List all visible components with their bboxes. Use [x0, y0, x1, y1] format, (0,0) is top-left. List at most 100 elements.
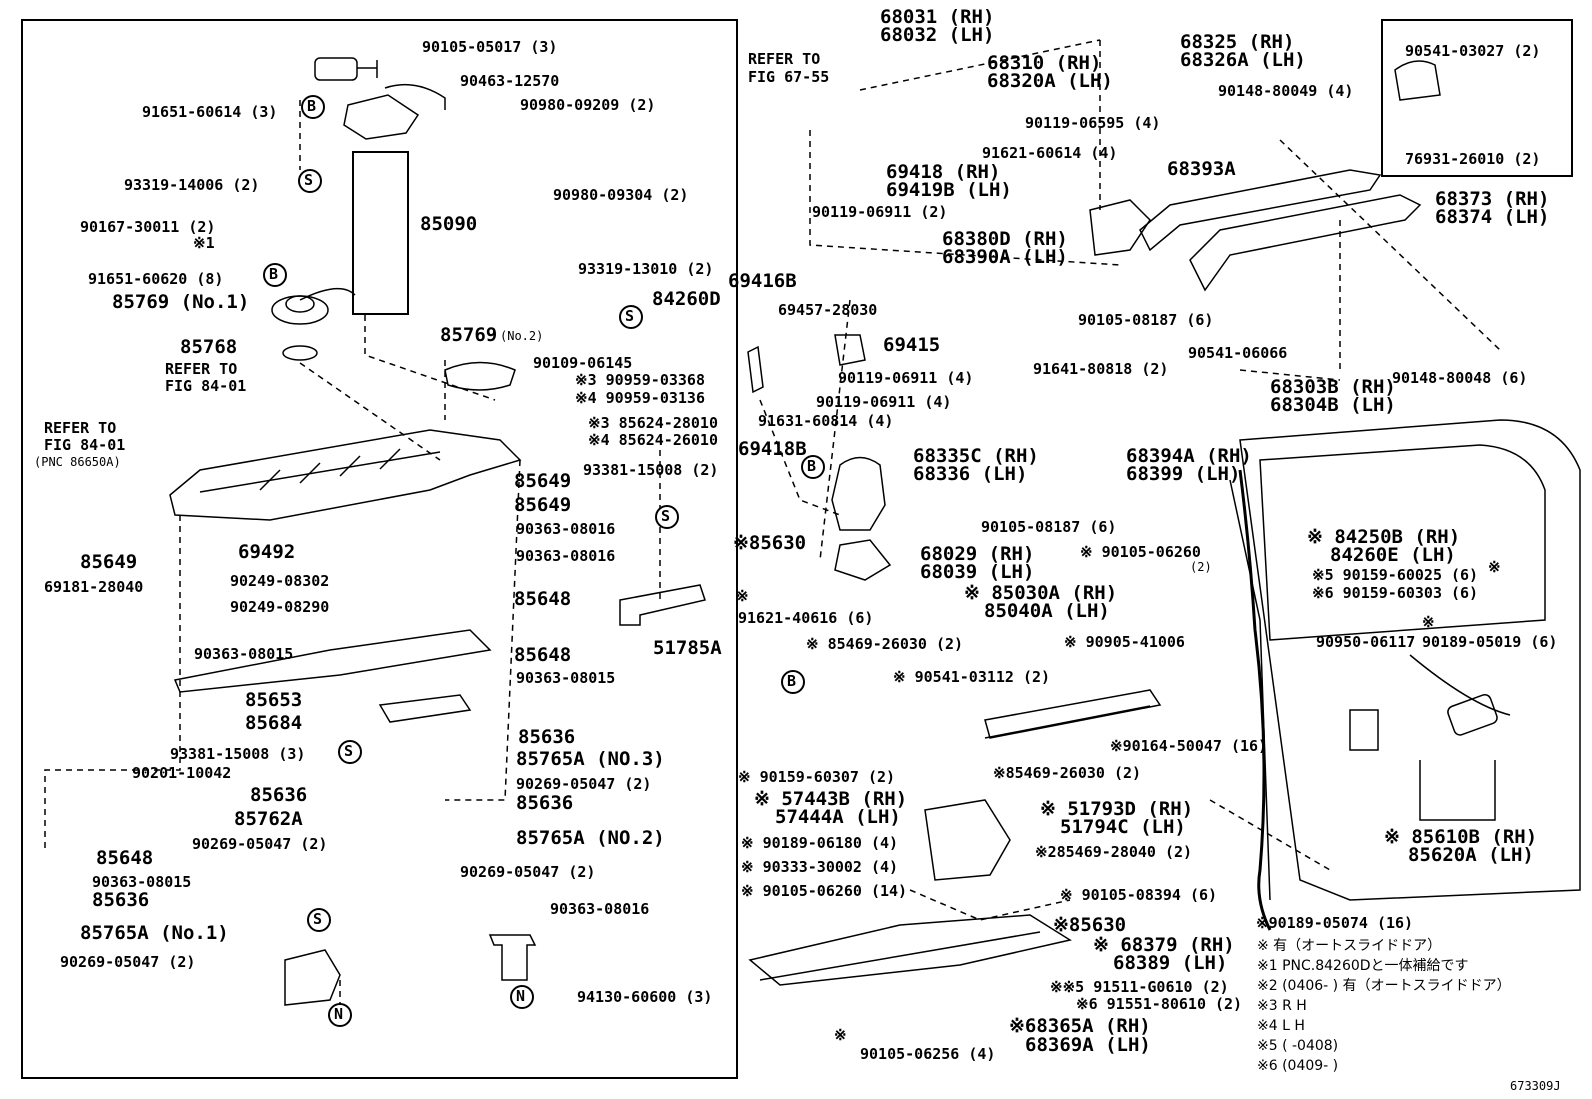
part-label[interactable]: 84260E (LH)	[1330, 544, 1456, 566]
part-label[interactable]: ※ 90333-30002 (4)	[741, 858, 899, 876]
part-label[interactable]: 68373 (RH)	[1435, 188, 1550, 210]
part-label[interactable]: 57444A (LH)	[775, 806, 901, 828]
part-label[interactable]: 90105-06256 (4)	[860, 1045, 996, 1063]
part-label[interactable]: 68389 (LH)	[1113, 952, 1228, 974]
part-label[interactable]: 93319-14006 (2)	[124, 176, 260, 194]
part-label[interactable]: 90269-05047 (2)	[516, 775, 652, 793]
part-label[interactable]: 68380D (RH)	[942, 228, 1068, 250]
part-label[interactable]: 85765A (NO.2)	[516, 827, 665, 849]
part-label[interactable]: 69457-28030	[778, 301, 878, 319]
part-label[interactable]: 90148-80049 (4)	[1218, 82, 1354, 100]
part-label[interactable]: 69492	[238, 541, 296, 563]
part-label[interactable]: 90363-08015	[516, 669, 616, 687]
part-label[interactable]: 85040A (LH)	[984, 600, 1110, 622]
part-label[interactable]: ※ 68379 (RH)	[1093, 934, 1235, 956]
part-label[interactable]: ※ 85610B (RH)	[1384, 826, 1538, 848]
part-label[interactable]: 90363-08016	[550, 900, 650, 918]
part-label[interactable]: ※6 90159-60303 (6)	[1312, 584, 1479, 602]
part-label[interactable]: ※ 90105-06260 (14)	[741, 882, 908, 900]
part-label[interactable]: 85636	[518, 726, 576, 748]
part-label[interactable]: ※※5 91511-G0610 (2)	[1050, 978, 1229, 996]
part-label[interactable]: 90363-08015	[92, 873, 192, 891]
part-label[interactable]: 85762A	[234, 808, 303, 830]
part-label[interactable]: 90119-06911 (4)	[838, 369, 974, 387]
part-label[interactable]: 68303B (RH)	[1270, 376, 1396, 398]
part-label[interactable]: 94130-60600 (3)	[577, 988, 713, 1006]
part-label[interactable]: 90105-08187 (6)	[981, 518, 1117, 536]
part-label[interactable]: 90363-08016	[516, 520, 616, 538]
part-label[interactable]: 90269-05047 (2)	[192, 835, 328, 853]
part-label[interactable]: 90119-06595 (4)	[1025, 114, 1161, 132]
part-label[interactable]: 68335C (RH)	[913, 445, 1039, 467]
part-label[interactable]: 90950-06117	[1316, 633, 1416, 651]
part-label[interactable]: ※90189-05074 (16)	[1256, 914, 1414, 932]
part-label[interactable]: 68029 (RH)	[920, 543, 1035, 565]
part-label[interactable]: 68326A (LH)	[1180, 49, 1306, 71]
part-label[interactable]: 90148-80048 (6)	[1392, 369, 1528, 387]
part-label[interactable]: ※90164-50047 (16)	[1110, 737, 1268, 755]
part-label[interactable]: 85765A (NO.3)	[516, 748, 665, 770]
part-label[interactable]: 90541-06066	[1188, 344, 1288, 362]
part-label[interactable]: ※ 57443B (RH)	[754, 788, 908, 810]
part-label[interactable]: 85653	[245, 689, 303, 711]
part-label[interactable]: 68325 (RH)	[1180, 31, 1295, 53]
part-label[interactable]: 85649	[80, 551, 138, 573]
part-label[interactable]: 85636	[92, 889, 150, 911]
part-label[interactable]: 68399 (LH)	[1126, 463, 1241, 485]
part-label[interactable]: 69415	[883, 334, 941, 356]
part-label[interactable]: ※285469-28040 (2)	[1035, 843, 1193, 861]
part-label[interactable]: 68374 (LH)	[1435, 206, 1550, 228]
part-label[interactable]: 68336 (LH)	[913, 463, 1028, 485]
part-label[interactable]: ※ 90159-60307 (2)	[738, 768, 896, 786]
part-label[interactable]: 85648	[96, 847, 154, 869]
part-label[interactable]: 90980-09209 (2)	[520, 96, 656, 114]
part-label[interactable]: 68039 (LH)	[920, 561, 1035, 583]
part-label[interactable]: 91621-60614 (4)	[982, 144, 1118, 162]
part-label[interactable]: 68390A (LH)	[942, 246, 1068, 268]
part-label[interactable]: 68304B (LH)	[1270, 394, 1396, 416]
part-label[interactable]: 90541-03027 (2)	[1405, 42, 1541, 60]
part-label[interactable]: 90269-05047 (2)	[460, 863, 596, 881]
part-label[interactable]: 85648	[514, 588, 572, 610]
part-label[interactable]: 90201-10042	[132, 764, 232, 782]
part-label[interactable]: 90269-05047 (2)	[60, 953, 196, 971]
part-label[interactable]: 90249-08302	[230, 572, 330, 590]
part-label[interactable]: 51785A	[653, 637, 722, 659]
part-label[interactable]: 90119-06911 (2)	[812, 203, 948, 221]
part-label[interactable]: 91651-60614 (3)	[142, 103, 278, 121]
part-label[interactable]: ※85469-26030 (2)	[993, 764, 1142, 782]
part-label[interactable]: 93319-13010 (2)	[578, 260, 714, 278]
part-label[interactable]: 68310 (RH)	[987, 52, 1102, 74]
part-label[interactable]: 69181-28040	[44, 578, 144, 596]
part-label[interactable]: 90189-05019 (6)	[1422, 633, 1558, 651]
part-label[interactable]: 85648	[514, 644, 572, 666]
part-label[interactable]: ※6 91551-80610 (2)	[1076, 995, 1243, 1013]
part-label[interactable]: 93381-15008 (2)	[583, 461, 719, 479]
part-label[interactable]: ※ 85030A (RH)	[964, 582, 1118, 604]
part-label[interactable]: ※ 51793D (RH)	[1040, 798, 1194, 820]
part-label[interactable]: 90249-08290	[230, 598, 330, 616]
part-label[interactable]: 68393A	[1167, 158, 1236, 180]
part-label[interactable]: 68320A (LH)	[987, 70, 1113, 92]
part-label[interactable]: 85090	[420, 213, 478, 235]
part-label[interactable]: 68394A (RH)	[1126, 445, 1252, 467]
part-label[interactable]: ※3 90959-03368	[575, 371, 705, 389]
part-label[interactable]: ※ 90189-06180 (4)	[741, 834, 899, 852]
part-label[interactable]: ※3 85624-28010	[588, 414, 718, 432]
part-label[interactable]: ※85630	[733, 532, 807, 554]
part-label[interactable]: 68031 (RH)	[880, 6, 995, 28]
part-label[interactable]: 85636	[250, 784, 308, 806]
part-label[interactable]: 91621-40616 (6)	[738, 609, 874, 627]
part-label[interactable]: 91641-80818 (2)	[1033, 360, 1169, 378]
part-label[interactable]: 85684	[245, 712, 303, 734]
part-label[interactable]: ※85630	[1053, 914, 1127, 936]
part-label[interactable]: 85649	[514, 470, 572, 492]
part-label[interactable]: ※ 90905-41006	[1064, 633, 1185, 651]
part-label[interactable]: 90119-06911 (4)	[816, 393, 952, 411]
part-label[interactable]: 90109-06145	[533, 354, 633, 372]
part-label[interactable]: 85620A (LH)	[1408, 844, 1534, 866]
part-label[interactable]: 69418 (RH)	[886, 161, 1001, 183]
part-label[interactable]: 90363-08016	[516, 547, 616, 565]
part-label[interactable]: ※ 90541-03112 (2)	[893, 668, 1051, 686]
part-label[interactable]: 90105-08187 (6)	[1078, 311, 1214, 329]
